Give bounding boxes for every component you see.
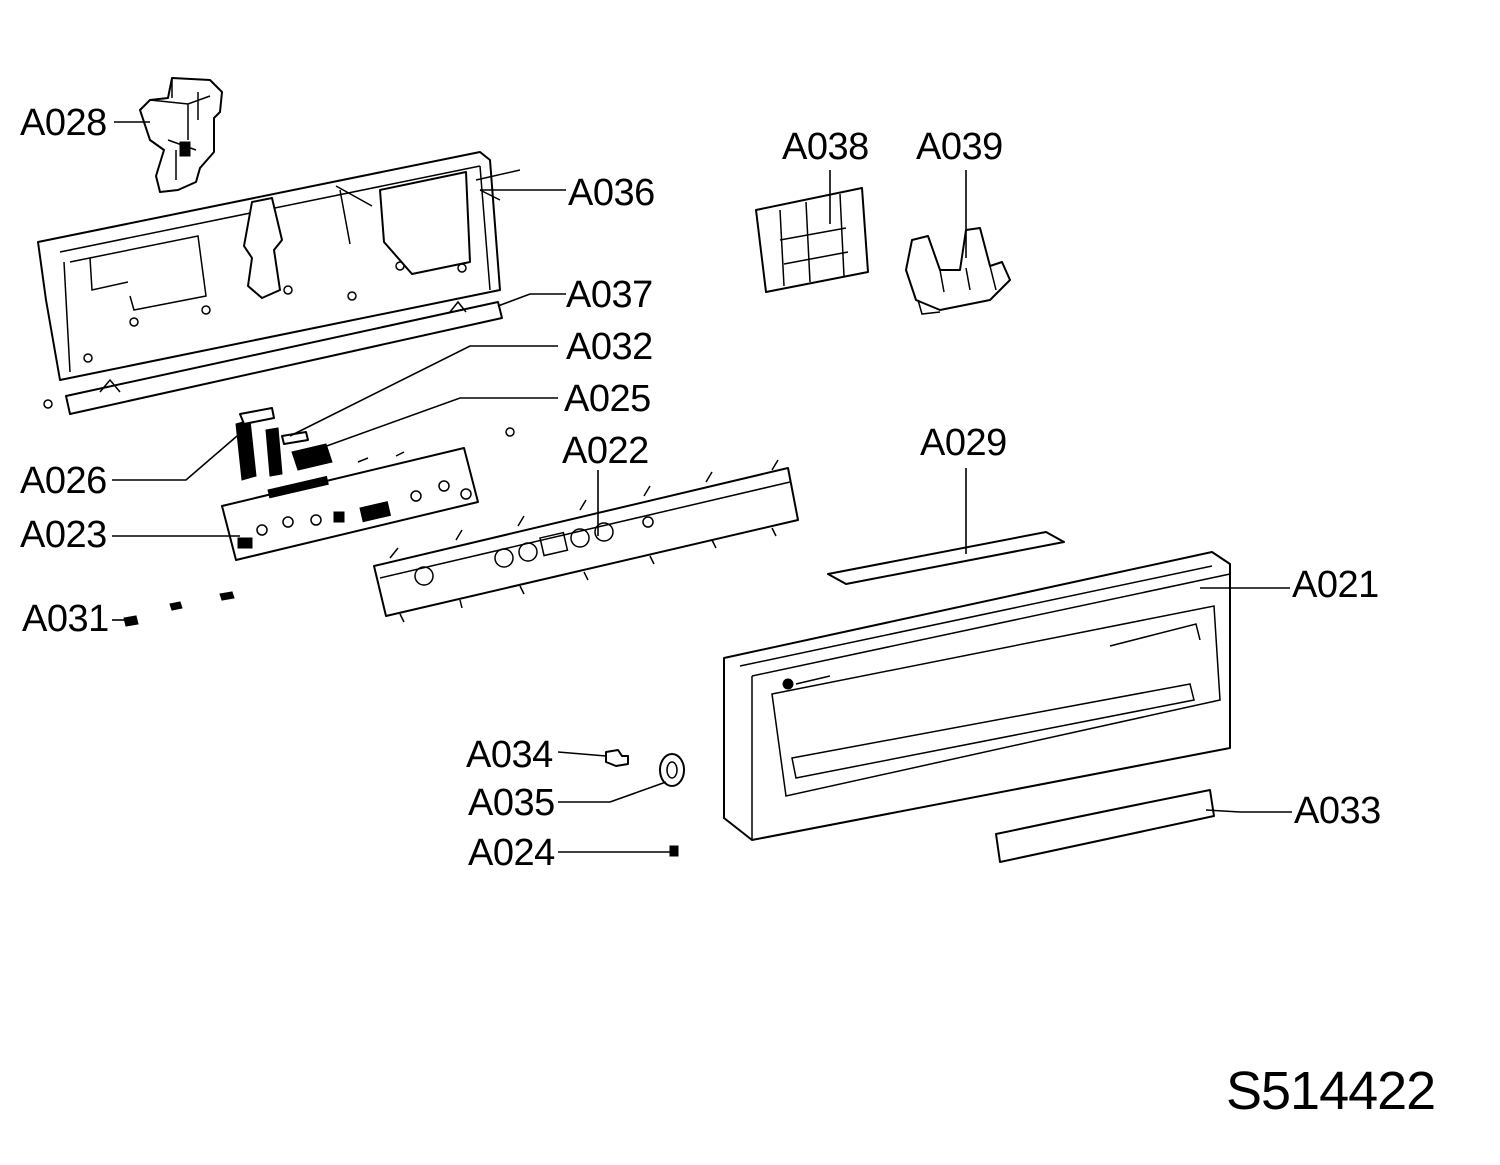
part-a032-a025-small	[281, 427, 515, 471]
part-a034-knob	[605, 749, 629, 767]
part-a036-bracket	[37, 151, 521, 381]
label-a038: A038	[782, 126, 869, 168]
label-a023: A023	[20, 514, 107, 556]
part-a033-handle-strip	[995, 789, 1215, 863]
part-a031-screws	[123, 591, 235, 627]
label-a035: A035	[468, 782, 555, 824]
part-a038-dispenser-housing	[755, 187, 869, 293]
part-a024-screw	[669, 845, 679, 857]
drawing-code: S514422	[1226, 1061, 1436, 1121]
label-a031: A031	[22, 598, 109, 640]
label-a024: A024	[468, 832, 555, 874]
part-a023-board	[221, 447, 479, 561]
label-a029: A029	[920, 422, 1007, 464]
label-a036: A036	[568, 172, 655, 214]
label-a037: A037	[566, 274, 653, 316]
part-a037-strip	[43, 300, 503, 415]
label-a033: A033	[1294, 790, 1381, 832]
leader-lines	[112, 121, 1292, 853]
label-a022: A022	[562, 430, 649, 472]
label-a025: A025	[564, 378, 651, 420]
label-a028: A028	[20, 102, 107, 144]
part-a028-switch	[139, 77, 223, 193]
part-a026-connector	[235, 407, 283, 481]
label-a032: A032	[566, 326, 653, 368]
part-a029-gasket	[827, 531, 1065, 585]
part-a039-holder	[905, 227, 1011, 315]
part-a035-ring	[659, 753, 685, 787]
part-a022-panel	[373, 459, 799, 623]
label-a021: A021	[1292, 564, 1379, 606]
label-a034: A034	[466, 734, 553, 776]
label-a026: A026	[20, 460, 107, 502]
part-a021-front-panel	[723, 551, 1231, 841]
label-a039: A039	[916, 126, 1003, 168]
